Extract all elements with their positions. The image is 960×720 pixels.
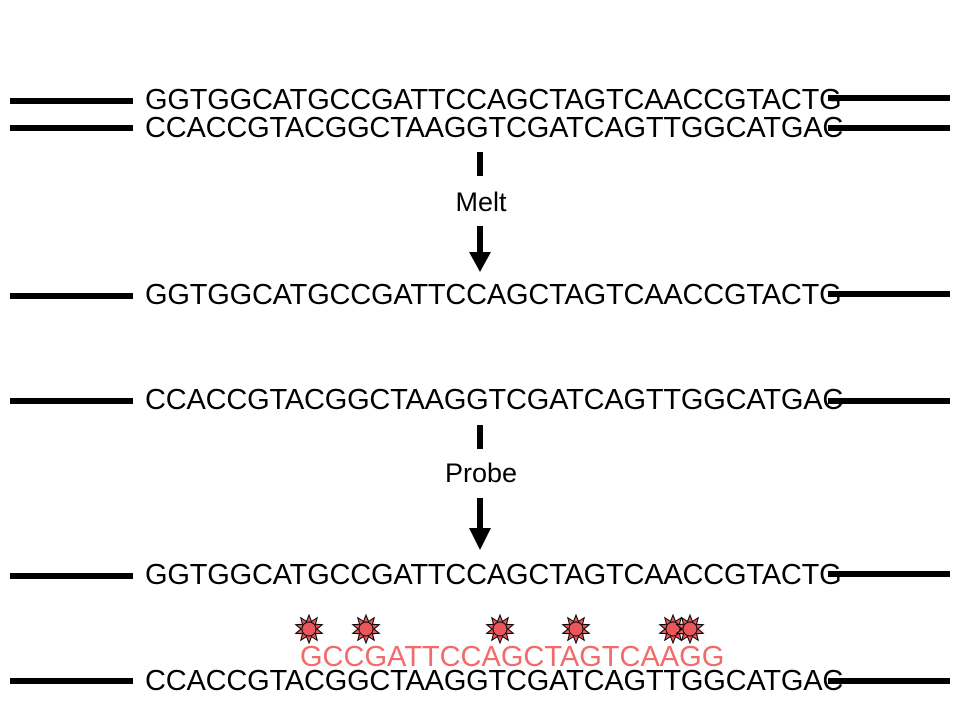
- fluorophore-markers: [294, 613, 705, 645]
- arrow-head: [469, 528, 491, 550]
- bottom-strand-sequence: CCACCGTACGGCTAAGGTCGATCAGTTGGCATGAC: [145, 665, 844, 697]
- fluorophore-marker-core: [358, 621, 374, 637]
- probe-sequence: GCCGATTCCAGCTAGTCAAGG: [300, 641, 725, 673]
- top-strand-sequence: GGTGGCATGCCGATTCCAGCTAGTCAACCGTACTG: [145, 84, 842, 116]
- fluorophore-marker-core: [665, 621, 681, 637]
- fluorophore-marker-core: [301, 621, 317, 637]
- top-strand-sequence: GGTGGCATGCCGATTCCAGCTAGTCAACCGTACTG: [145, 279, 842, 311]
- fluorophore-marker-core: [682, 621, 698, 637]
- melt-step-label: Melt: [455, 187, 507, 217]
- bottom-strand-sequence: CCACCGTACGGCTAAGGTCGATCAGTTGGCATGAC: [145, 384, 844, 416]
- bottom-strand-sequence: CCACCGTACGGCTAAGGTCGATCAGTTGGCATGAC: [145, 112, 844, 144]
- fluorophore-marker-core: [492, 621, 508, 637]
- fluorophore-marker-core: [568, 621, 584, 637]
- arrow-head: [469, 252, 491, 272]
- top-strand-sequence: GGTGGCATGCCGATTCCAGCTAGTCAACCGTACTG: [145, 559, 842, 591]
- probe-step-label: Probe: [444, 458, 518, 488]
